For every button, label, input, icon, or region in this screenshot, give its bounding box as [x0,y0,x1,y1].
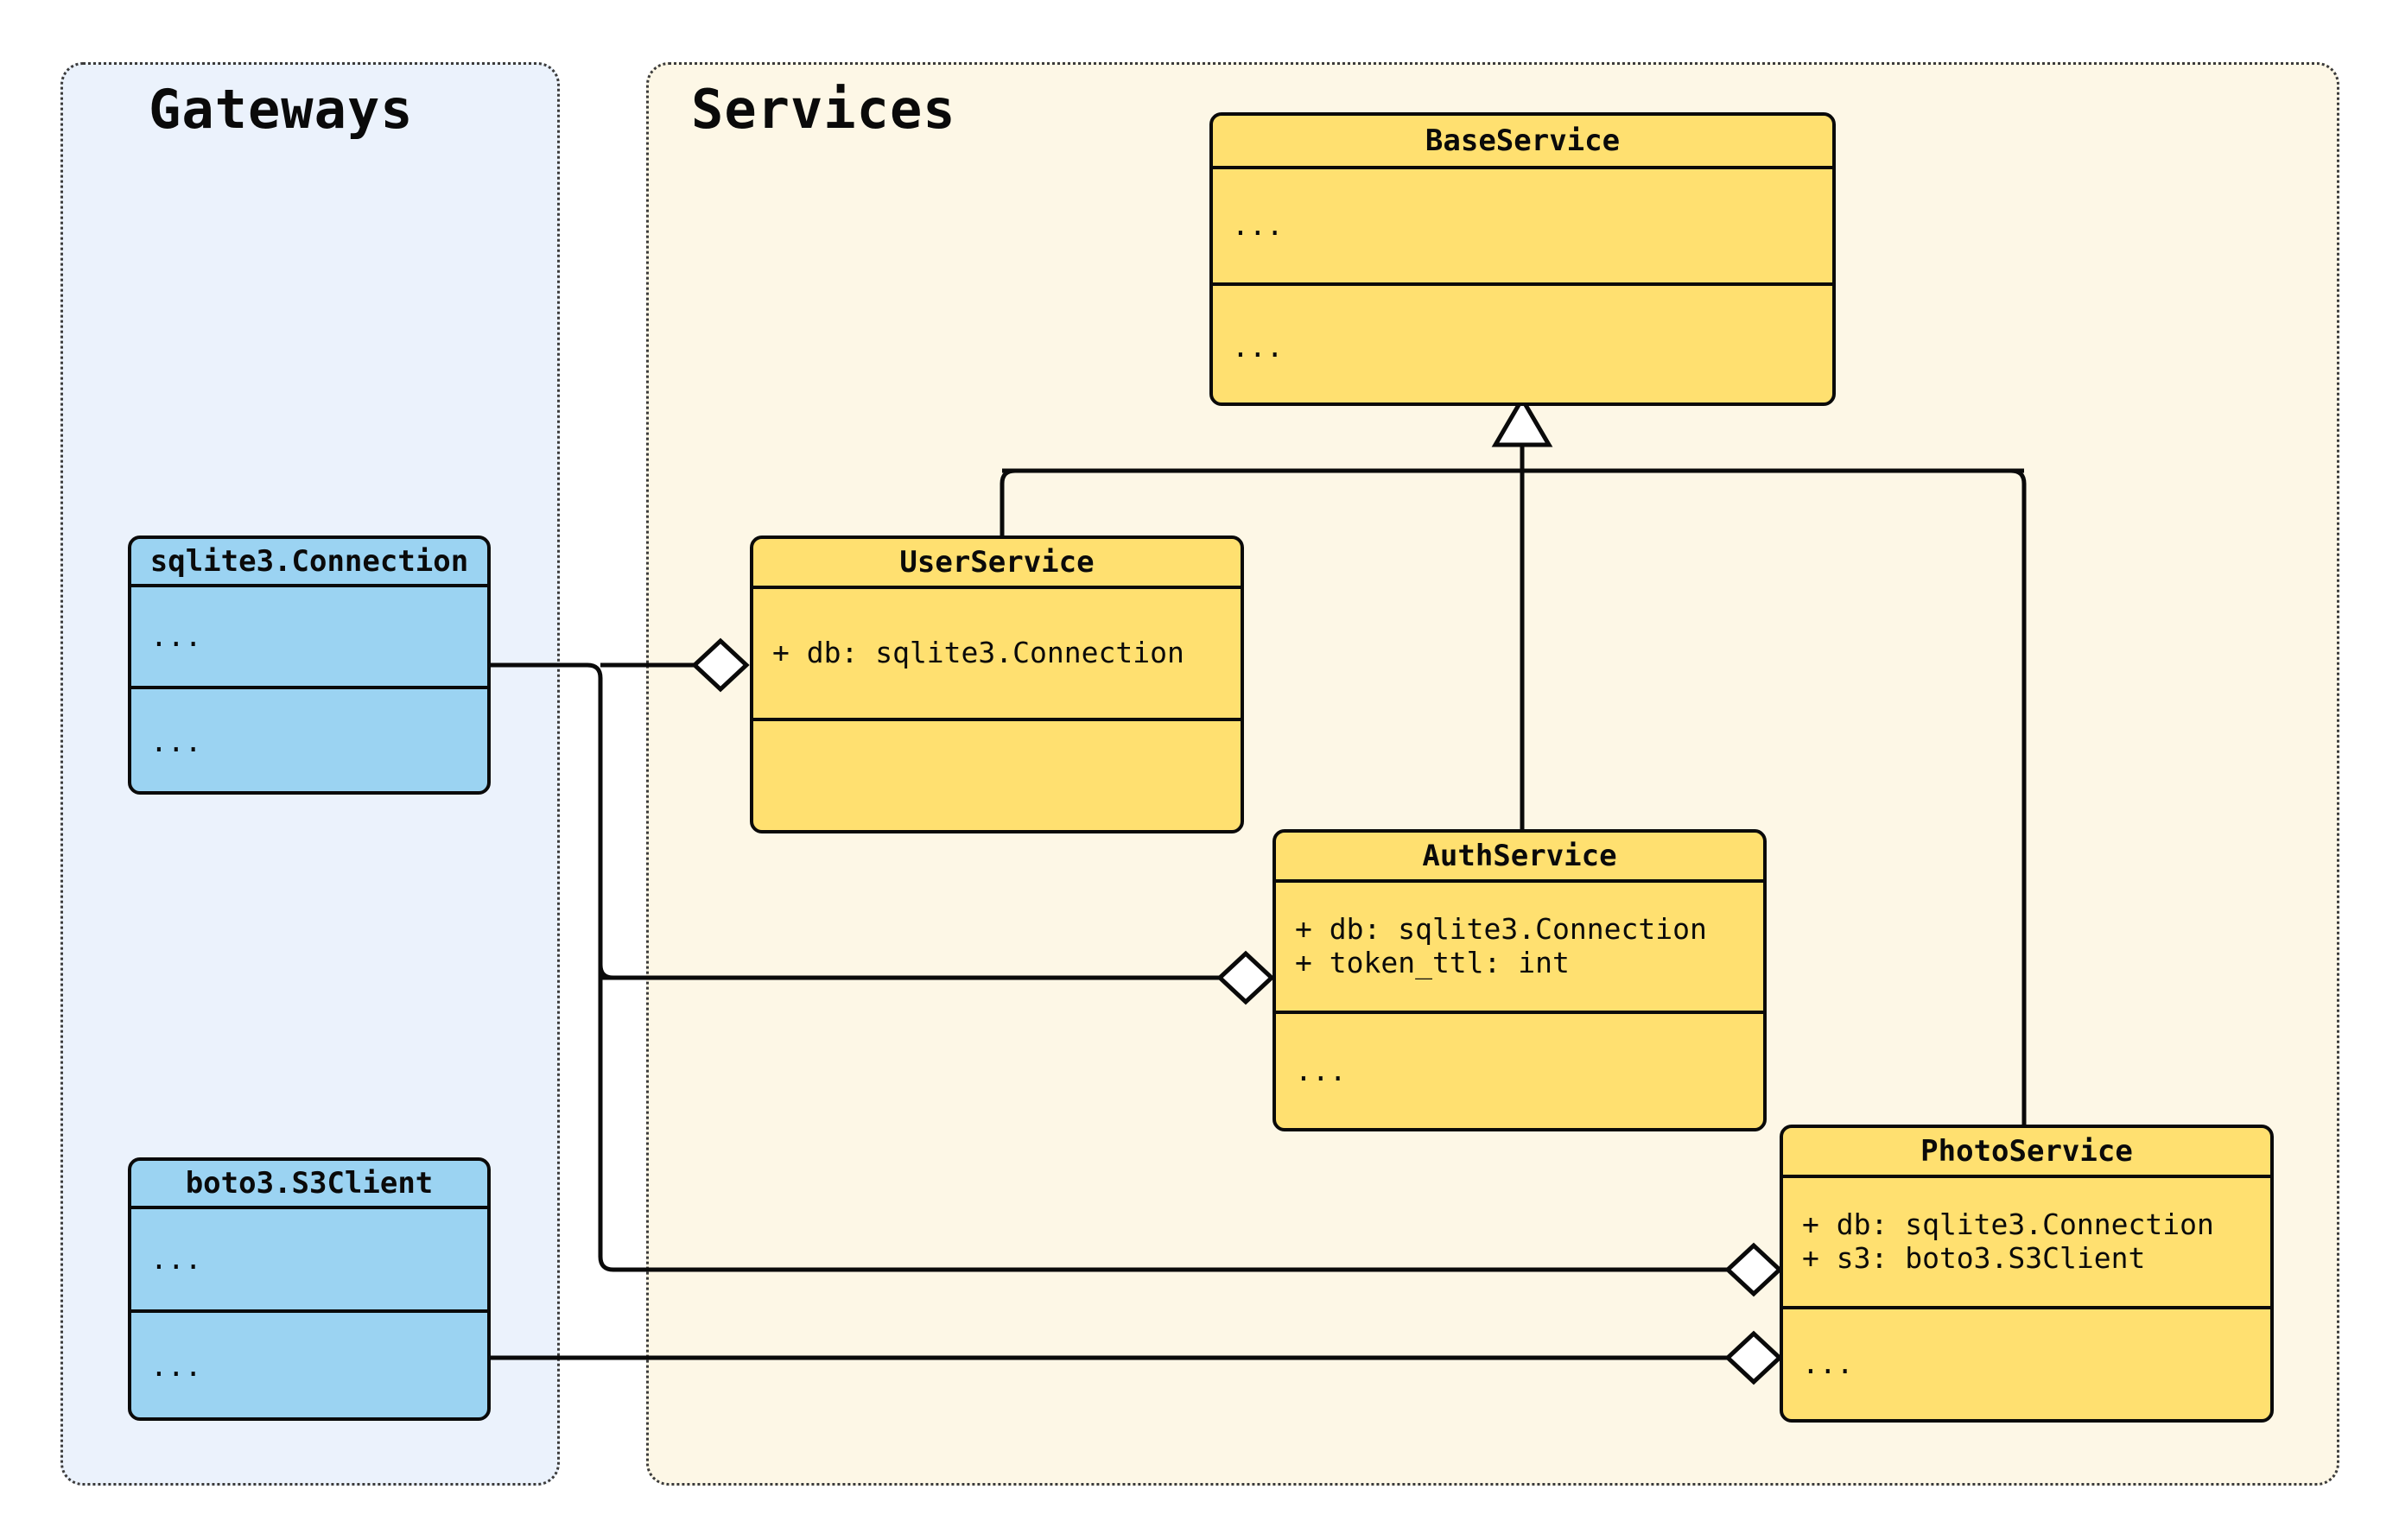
class-photoservice[interactable]: PhotoService + db: sqlite3.Connection + … [1780,1125,2274,1423]
attribute-line: ... [150,618,202,653]
edge-sqlite-auth-corner [598,964,614,980]
class-methods-photoservice: ... [1783,1309,2270,1419]
class-methods-sqlite3-connection: ... [131,689,487,791]
attribute-line: + db: sqlite3.Connection [772,636,1184,670]
class-name-userservice: UserService [753,539,1241,589]
package-services-title: Services [691,78,956,141]
package-gateways-title: Gateways [149,78,414,141]
attribute-line: + token_ttl: int [1295,946,1570,979]
class-baseservice[interactable]: BaseService ... ... [1209,112,1836,406]
attribute-line: ... [150,1241,202,1276]
method-line: ... [1295,1053,1347,1087]
class-methods-authservice: ... [1276,1014,1763,1128]
attribute-line: + s3: boto3.S3Client [1802,1241,2146,1275]
class-name-authservice: AuthService [1276,833,1763,883]
class-attributes-baseservice: ... [1213,169,1832,286]
method-line: ... [1232,330,1284,364]
class-attributes-userservice: + db: sqlite3.Connection [753,589,1241,721]
class-authservice[interactable]: AuthService + db: sqlite3.Connection + t… [1272,829,1767,1131]
method-line: ... [150,1349,202,1384]
class-name-photoservice: PhotoService [1783,1128,2270,1178]
class-attributes-photoservice: + db: sqlite3.Connection + s3: boto3.S3C… [1783,1178,2270,1309]
class-name-boto3-s3client: boto3.S3Client [131,1161,487,1209]
class-boto3-s3client[interactable]: boto3.S3Client ... ... [128,1157,491,1421]
attribute-line: ... [1232,208,1284,243]
class-name-baseservice: BaseService [1213,116,1832,169]
class-name-sqlite3-connection: sqlite3.Connection [131,539,487,587]
class-methods-baseservice: ... [1213,286,1832,402]
class-methods-boto3-s3client: ... [131,1313,487,1417]
class-attributes-authservice: + db: sqlite3.Connection + token_ttl: in… [1276,883,1763,1014]
attribute-line: + db: sqlite3.Connection [1295,912,1707,947]
class-attributes-boto3-s3client: ... [131,1209,487,1313]
method-line: ... [1802,1347,1854,1381]
method-line: ... [150,724,202,758]
class-userservice[interactable]: UserService + db: sqlite3.Connection [750,536,1244,833]
class-sqlite3-connection[interactable]: sqlite3.Connection ... ... [128,536,491,795]
class-attributes-sqlite3-connection: ... [131,587,487,689]
class-methods-userservice [753,721,1241,830]
attribute-line: + db: sqlite3.Connection [1802,1207,2214,1242]
